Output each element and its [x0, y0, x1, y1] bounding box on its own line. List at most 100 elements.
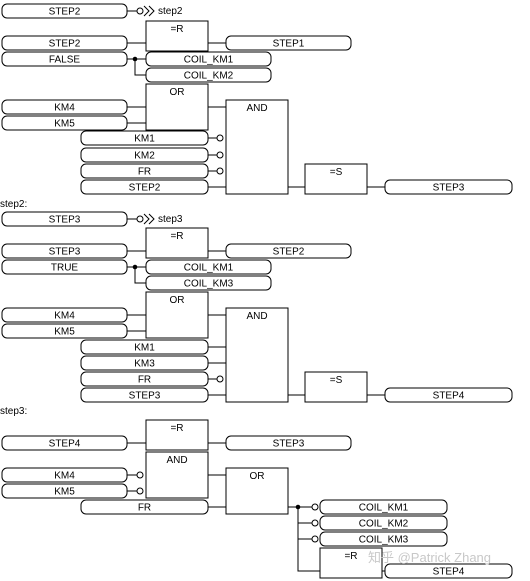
block-set-1[interactable]: =S: [304, 163, 368, 195]
field-false[interactable]: FALSE: [1, 51, 128, 67]
field-step3-and-box[interactable]: [80, 387, 209, 403]
block-or-2-box[interactable]: [145, 291, 209, 339]
field-true-box[interactable]: [1, 259, 128, 275]
field-step1-out[interactable]: STEP1: [225, 35, 352, 51]
field-step2-and-box[interactable]: [80, 179, 209, 195]
field-km4-1-box[interactable]: [1, 99, 128, 115]
field-coil-km2-3-box[interactable]: [319, 515, 448, 531]
block-reset-2[interactable]: =R: [145, 227, 209, 259]
block-reset-2-box[interactable]: [145, 227, 209, 259]
field-fr-2-text: FR: [138, 375, 151, 386]
field-fr-3[interactable]: FR: [80, 499, 209, 515]
field-km5-1[interactable]: KM5: [1, 115, 128, 131]
field-step4-out-2-box[interactable]: [384, 563, 513, 579]
field-step3-out-2[interactable]: STEP3: [225, 435, 352, 451]
field-km3-2-box[interactable]: [80, 355, 209, 371]
field-coil-km1-2-box[interactable]: [145, 259, 272, 275]
field-step4-out-2[interactable]: STEP4: [384, 563, 513, 579]
negation-circle: [216, 151, 224, 159]
wire: [148, 5, 155, 17]
field-fr-1-box[interactable]: [80, 163, 209, 179]
field-km5-1-box[interactable]: [1, 115, 128, 131]
field-km5-2[interactable]: KM5: [1, 323, 128, 339]
field-coil-km1-3-box[interactable]: [319, 499, 448, 515]
field-step1-out-box[interactable]: [225, 35, 352, 51]
field-km5-2-box[interactable]: [1, 323, 128, 339]
field-fr-1[interactable]: FR: [80, 163, 209, 179]
field-step2-out-box[interactable]: [225, 243, 352, 259]
block-reset-3[interactable]: =R: [145, 419, 209, 451]
field-coil-km3-2[interactable]: COIL_KM3: [145, 275, 272, 291]
field-km1-1[interactable]: KM1: [80, 130, 209, 146]
field-step4-r-box[interactable]: [1, 435, 128, 451]
field-km2-1-box[interactable]: [80, 147, 209, 163]
field-km4-2-box[interactable]: [1, 307, 128, 323]
field-fr-2[interactable]: FR: [80, 371, 209, 387]
field-true[interactable]: TRUE: [1, 259, 128, 275]
field-km1-2-box[interactable]: [80, 339, 209, 355]
block-set-2-box[interactable]: [304, 371, 368, 403]
block-or-2-title: OR: [170, 295, 185, 306]
block-reset-3-box[interactable]: [145, 419, 209, 451]
field-coil-km1-1-box[interactable]: [145, 51, 272, 67]
field-step2-out[interactable]: STEP2: [225, 243, 352, 259]
block-and-1[interactable]: AND: [225, 99, 289, 195]
field-km1-2[interactable]: KM1: [80, 339, 209, 355]
junction-dot: [132, 56, 138, 62]
field-coil-km1-1[interactable]: COIL_KM1: [145, 51, 272, 67]
field-step4-out[interactable]: STEP4: [384, 387, 513, 403]
block-and-1-box[interactable]: [225, 99, 289, 195]
block-or-3-box[interactable]: [225, 467, 289, 515]
field-km1-1-box[interactable]: [80, 130, 209, 146]
block-and-3-box[interactable]: [145, 451, 209, 499]
field-step3-jump-box[interactable]: [1, 211, 128, 227]
field-step3-out-box[interactable]: [384, 179, 513, 195]
block-or-1[interactable]: OR: [145, 83, 209, 131]
field-coil-km3-3-box[interactable]: [319, 531, 448, 547]
block-and-2-box[interactable]: [225, 307, 289, 403]
field-fr-3-box[interactable]: [80, 499, 209, 515]
field-coil-km2-1[interactable]: COIL_KM2: [145, 67, 272, 83]
field-km5-3-box[interactable]: [1, 483, 128, 499]
block-and-2[interactable]: AND: [225, 307, 289, 403]
field-km3-2[interactable]: KM3: [80, 355, 209, 371]
field-step2-jump-box[interactable]: [1, 3, 128, 19]
field-false-box[interactable]: [1, 51, 128, 67]
field-km4-1[interactable]: KM4: [1, 99, 128, 115]
field-km5-3[interactable]: KM5: [1, 483, 128, 499]
block-set-2[interactable]: =S: [304, 371, 368, 403]
block-reset-1[interactable]: =R: [145, 20, 209, 52]
field-step3-and[interactable]: STEP3: [80, 387, 209, 403]
block-or-2[interactable]: OR: [145, 291, 209, 339]
field-km4-3[interactable]: KM4: [1, 467, 128, 483]
block-or-1-box[interactable]: [145, 83, 209, 131]
field-km4-3-box[interactable]: [1, 467, 128, 483]
field-step2-r-box[interactable]: [1, 35, 128, 51]
field-coil-km3-3[interactable]: COIL_KM3: [319, 531, 448, 547]
field-step4-r[interactable]: STEP4: [1, 435, 128, 451]
field-step2-jump[interactable]: STEP2: [1, 3, 128, 19]
field-fr-2-box[interactable]: [80, 371, 209, 387]
field-step3-r-box[interactable]: [1, 243, 128, 259]
field-step3-out-2-box[interactable]: [225, 435, 352, 451]
block-reset-4-box[interactable]: [319, 547, 383, 579]
field-step2-r[interactable]: STEP2: [1, 35, 128, 51]
field-coil-km2-1-box[interactable]: [145, 67, 272, 83]
field-km4-2[interactable]: KM4: [1, 307, 128, 323]
field-coil-km3-2-box[interactable]: [145, 275, 272, 291]
field-step3-jump[interactable]: STEP3: [1, 211, 128, 227]
field-coil-km1-3[interactable]: COIL_KM1: [319, 499, 448, 515]
block-and-3[interactable]: AND: [145, 451, 209, 499]
field-step4-out-box[interactable]: [384, 387, 513, 403]
block-reset-4[interactable]: =R: [319, 547, 383, 579]
field-step3-out-2-text: STEP3: [273, 439, 305, 450]
block-or-3[interactable]: OR: [225, 467, 289, 515]
block-set-1-box[interactable]: [304, 163, 368, 195]
field-step3-out[interactable]: STEP3: [384, 179, 513, 195]
field-step3-r[interactable]: STEP3: [1, 243, 128, 259]
field-coil-km1-2[interactable]: COIL_KM1: [145, 259, 272, 275]
block-reset-1-box[interactable]: [145, 20, 209, 52]
field-coil-km2-3[interactable]: COIL_KM2: [319, 515, 448, 531]
field-km2-1[interactable]: KM2: [80, 147, 209, 163]
field-step2-and[interactable]: STEP2: [80, 179, 209, 195]
